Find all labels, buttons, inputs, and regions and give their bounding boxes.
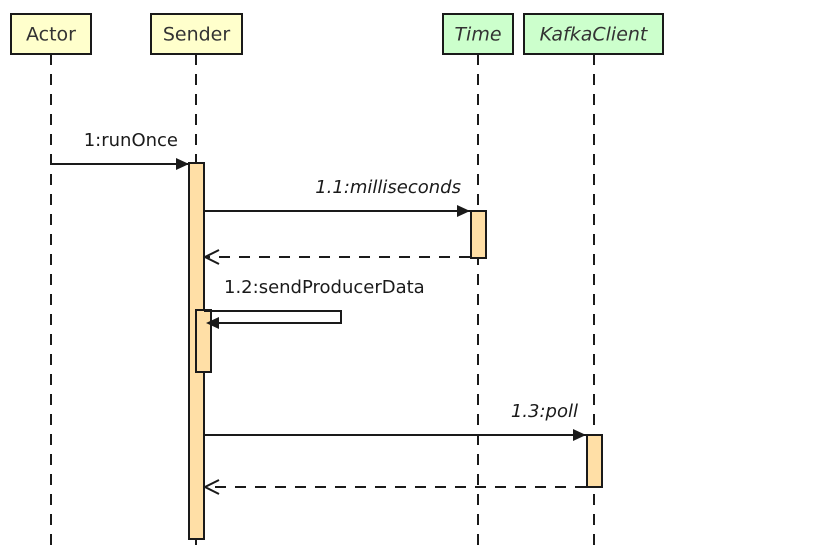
message-label-msg-1-2: 1.2:sendProducerData	[224, 277, 425, 298]
participant-box-sender[interactable]	[150, 13, 243, 55]
activation-bar-time	[470, 210, 487, 259]
participant-time[interactable]: Time	[442, 13, 514, 55]
message-msg-1-1: 1.1:milliseconds	[205, 177, 470, 217]
participant-label-time: Time	[454, 24, 501, 46]
message-line-msg-1-2	[204, 310, 342, 324]
message-msg-1-3-return	[202, 479, 586, 495]
participant-box-time[interactable]	[442, 13, 514, 55]
activations-layer	[188, 162, 603, 540]
message-msg-1-2: 1.2:sendProducerData	[204, 277, 425, 329]
participant-kafkaclient[interactable]: KafkaClient	[523, 13, 664, 55]
message-label-msg-1-1: 1.1:milliseconds	[315, 177, 461, 198]
message-msg-1-3: 1.3:poll	[205, 401, 586, 441]
message-msg-1-1-return	[202, 249, 470, 265]
participants-layer: Actor Sender Time KafkaClient	[10, 13, 664, 55]
activation-bar-kafkaclient	[586, 434, 603, 488]
lifelines-layer	[50, 54, 595, 552]
messages-layer: 1:runOnce 1.1:milliseconds 1.2:sendProduce…	[51, 130, 586, 495]
message-label-msg-1: 1:runOnce	[84, 130, 178, 151]
participant-sender[interactable]: Sender	[150, 13, 243, 55]
participant-label-sender: Sender	[163, 24, 231, 46]
participant-box-actor[interactable]	[10, 13, 92, 55]
participant-label-actor: Actor	[26, 24, 76, 46]
participant-label-kafkaclient: KafkaClient	[540, 24, 649, 46]
message-msg-1: 1:runOnce	[51, 130, 189, 170]
participant-box-kafkaclient[interactable]	[523, 13, 664, 55]
activation-bar-sender	[195, 309, 212, 373]
participant-actor[interactable]: Actor	[10, 13, 92, 55]
message-label-msg-1-3: 1.3:poll	[511, 401, 578, 422]
